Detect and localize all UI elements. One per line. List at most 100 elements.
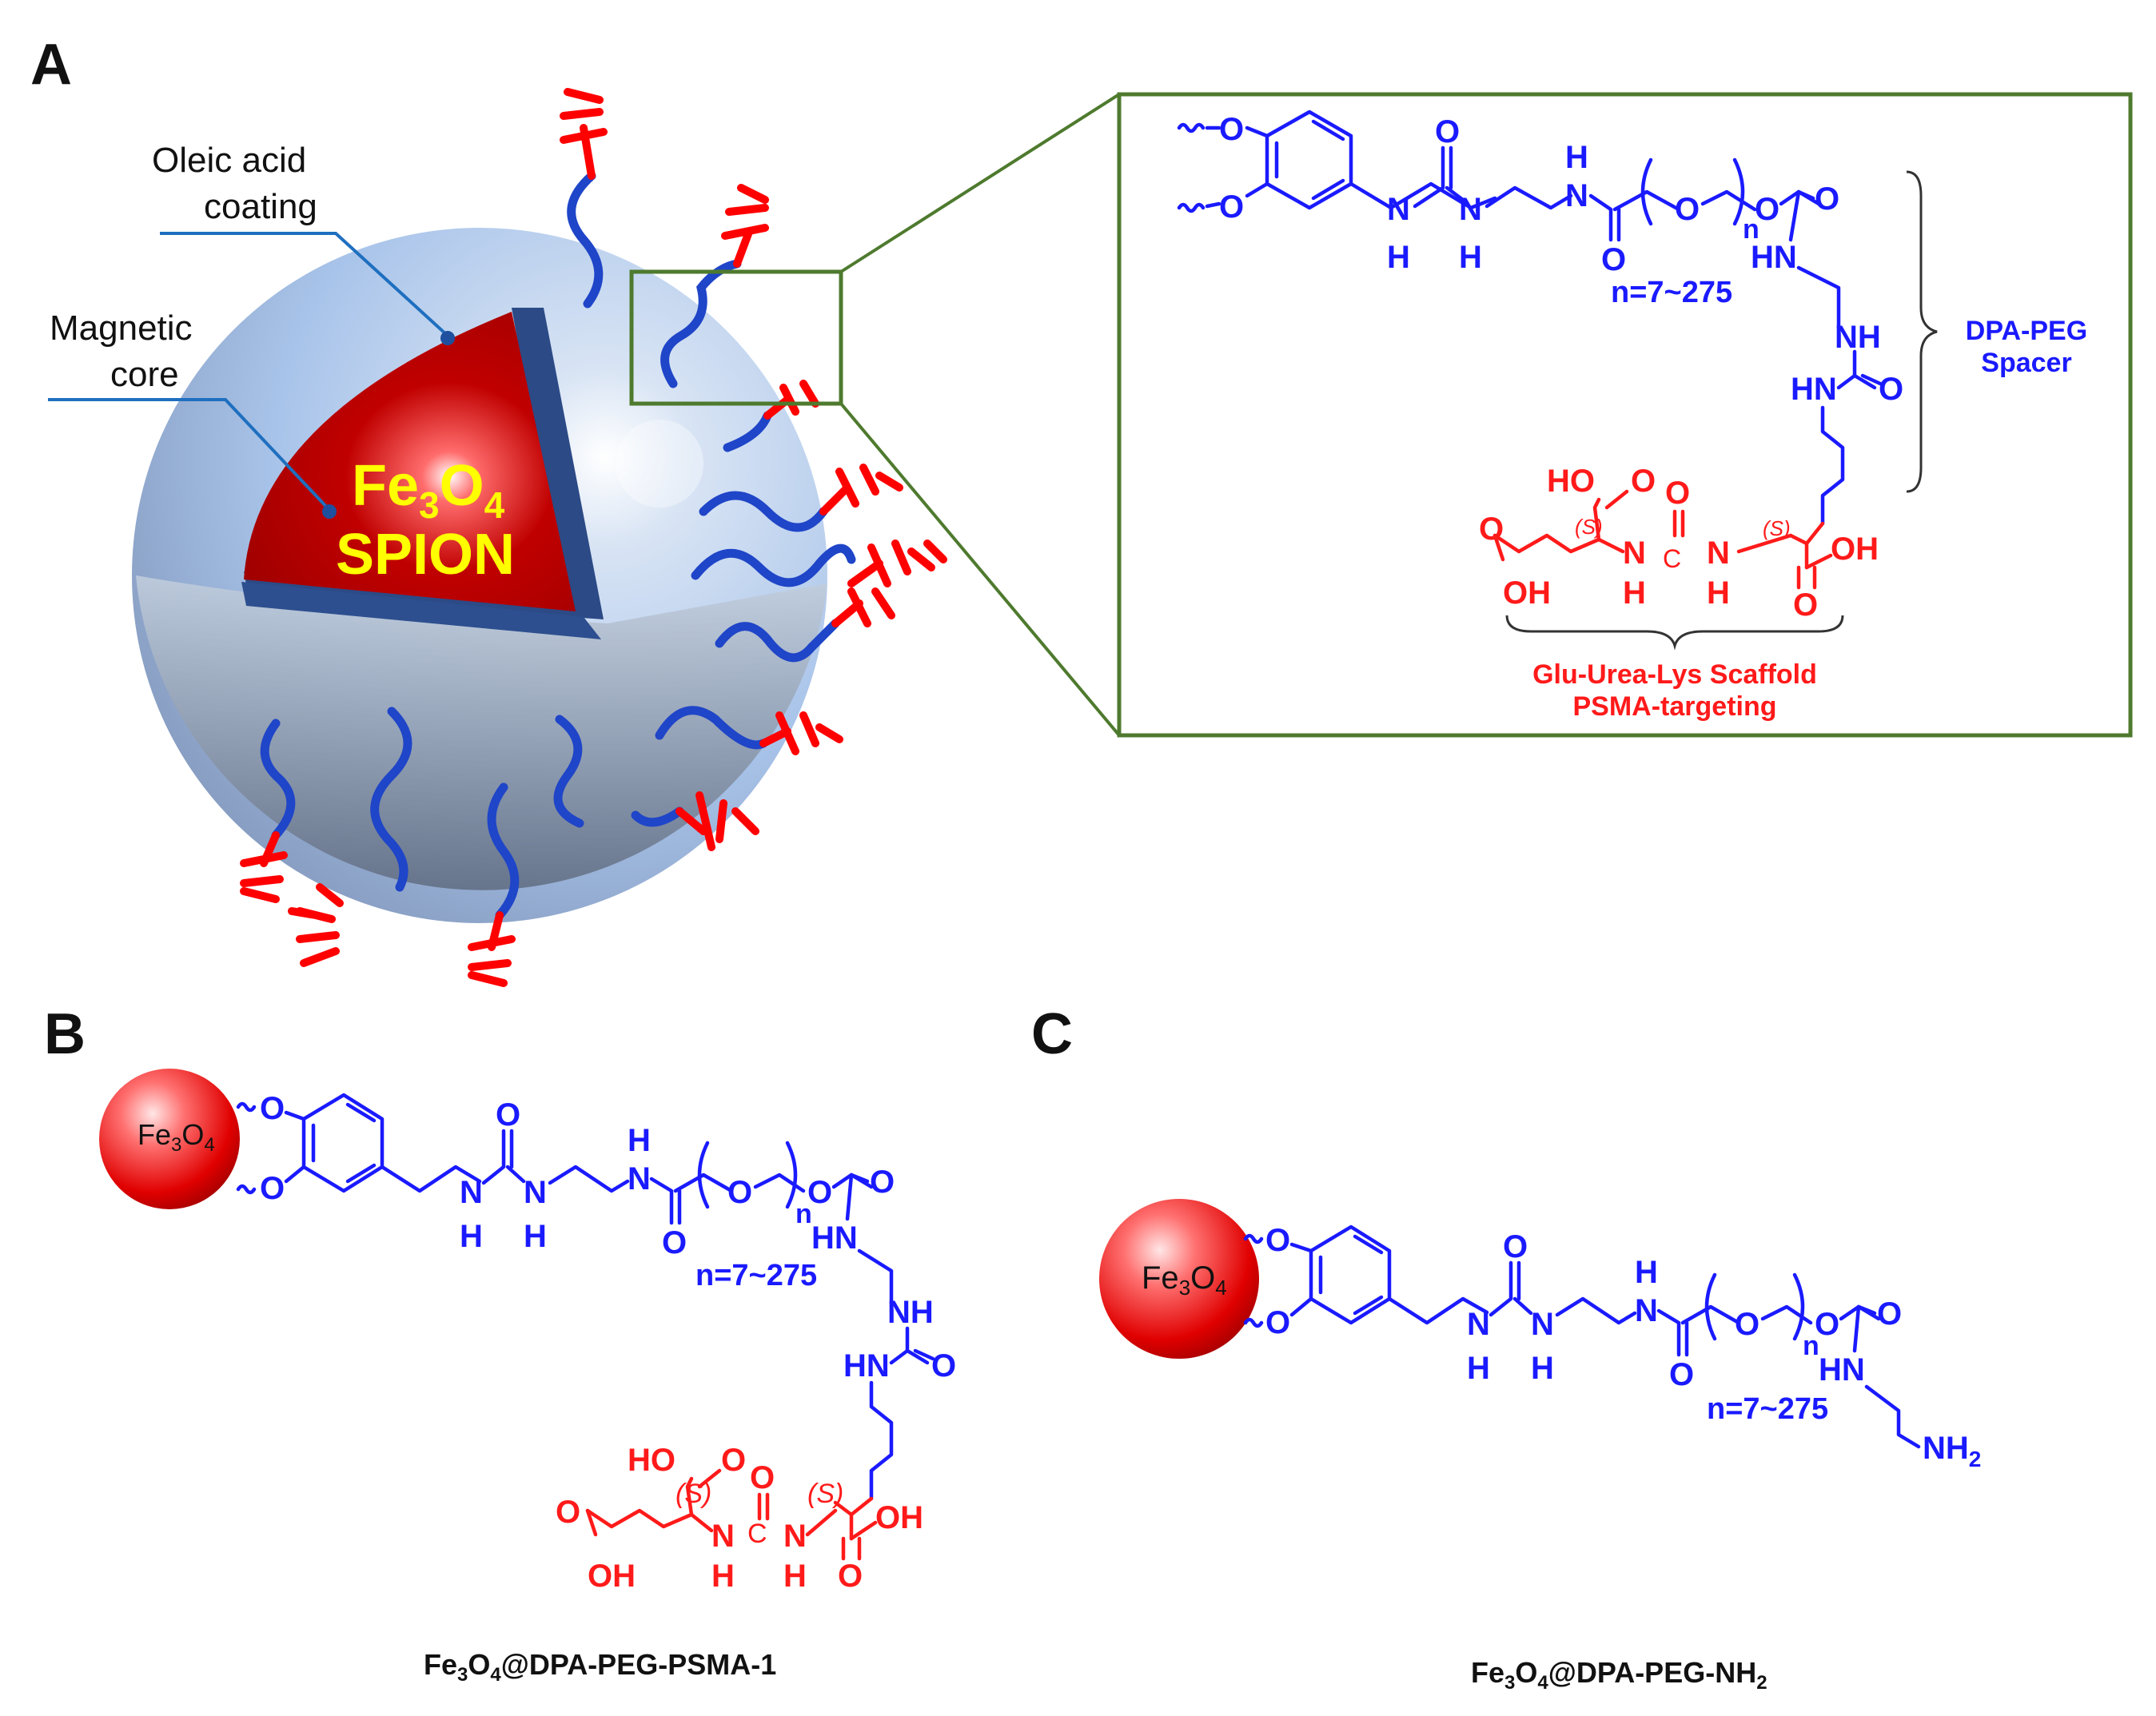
panel-c-particle-label: Fe3O4 [1142, 1260, 1227, 1300]
inset-h-lys: H [1707, 575, 1730, 611]
panel-c-h-1: H [1467, 1351, 1490, 1386]
inset-oh-glu-side: OH [1503, 575, 1551, 611]
magnetic-core-cutaway [244, 312, 576, 611]
panel-c-caption-sub2: 2 [1756, 1672, 1767, 1694]
ligand-bottom-5 [631, 791, 759, 851]
panel-b-caption-fe: Fe [424, 1648, 457, 1681]
panel-c-structure: Fe3O4 O O N H O N H N H O O n O O [1099, 1199, 1981, 1471]
panel-c-n-sub: n [1803, 1331, 1819, 1361]
panel-c-n-2: N [1531, 1307, 1554, 1342]
inset-o-urea-red: O [1665, 476, 1690, 511]
panel-c-nh2-main: NH [1923, 1431, 1969, 1466]
panel-b-fe3o4-particle [99, 1069, 240, 1209]
panel-c-o-urea: O [1503, 1229, 1528, 1264]
panel-b-n-1: N [460, 1175, 483, 1210]
panel-c-h-3: H [1635, 1255, 1658, 1290]
panel-letter-a: A [30, 33, 72, 97]
inset-n-1: N [1387, 192, 1410, 227]
panel-b-o-acid-left: O [721, 1443, 746, 1478]
panel-c-nh2-sub: 2 [1969, 1447, 1982, 1471]
panel-c-hn: HN [1819, 1352, 1865, 1388]
ligand-top [560, 88, 608, 309]
panel-c-o-peg: O [1735, 1307, 1759, 1342]
inset-h-2: H [1459, 240, 1482, 275]
inset-h-glu: H [1623, 575, 1646, 611]
core-text-fe: Fe [352, 454, 419, 518]
panel-b-n-lys: N [783, 1519, 807, 1554]
inset-c-urea: C [1663, 544, 1681, 573]
panel-b-h-glu: H [711, 1559, 735, 1594]
panel-b-n-sub: n [795, 1199, 812, 1229]
panel-b-caption: Fe3O4@DPA-PEG-PSMA-1 [424, 1648, 776, 1686]
inset-ho-left: HO [1547, 464, 1595, 499]
panel-b-c-urea: C [747, 1519, 767, 1549]
core-label-group: Fe3O4 SPION [336, 454, 515, 587]
ligand-bottom-3 [468, 782, 520, 987]
inset-nh-1: NH [1835, 320, 1881, 355]
panel-b-o-urea-2: O [931, 1348, 956, 1384]
panel-b-particle-sub4: 4 [204, 1134, 214, 1156]
inset-h-3: H [1565, 140, 1588, 175]
shell-highlight [616, 420, 703, 508]
ligand-right-3 [691, 539, 947, 587]
inset-o-urea-1: O [1435, 114, 1460, 149]
ligand-right-2 [699, 464, 903, 532]
panel-b-o-amide: O [662, 1225, 687, 1260]
core-text-o: O [440, 454, 484, 518]
nanoparticle-lower-shell [136, 575, 827, 890]
panel-c-particle-o: O [1190, 1260, 1215, 1296]
panel-b-n-2: N [524, 1175, 547, 1210]
panel-b-o-carbamate: O [807, 1175, 832, 1210]
panel-c-o-carbonyl: O [1877, 1296, 1902, 1332]
panel-c-o-upper: O [1265, 1223, 1290, 1258]
panel-b-caption-sub4: 4 [490, 1664, 501, 1686]
panel-b-particle-fe: Fe [137, 1118, 171, 1151]
panel-c-fe3o4-particle [1099, 1199, 1259, 1359]
panel-b-h-lys: H [783, 1559, 807, 1594]
svg-text:Fe3O4: Fe3O4 [352, 454, 505, 526]
inset-hn-2: HN [1791, 372, 1837, 407]
zoom-box [629, 269, 843, 406]
inset-o-acid-right: O [1793, 587, 1818, 623]
inset-h-1: H [1387, 240, 1410, 275]
panel-b-o-urea-1: O [496, 1097, 520, 1133]
core-label-line1: Magnetic [50, 309, 193, 348]
panel-c-caption-sub3: 3 [1504, 1672, 1515, 1694]
panel-b-n-3: N [628, 1161, 651, 1196]
panel-b-oh-right: OH [875, 1500, 923, 1535]
inset-o-acid-left: O [1631, 464, 1656, 499]
panel-c-particle-fe: Fe [1142, 1260, 1179, 1296]
ligand-bottom-4 [553, 715, 584, 828]
panel-c-nh2: NH2 [1923, 1431, 1981, 1471]
inset-structure-frame [1117, 92, 2133, 738]
inset-o-peg: O [1675, 192, 1700, 227]
ligand-chains [240, 88, 947, 987]
panel-b-particle-label: Fe3O4 [137, 1118, 215, 1156]
core-callout-line [48, 398, 331, 512]
inset-n-lys: N [1707, 536, 1730, 571]
panel-b-s-right: (S) [807, 1479, 843, 1509]
panel-c-caption-o: O [1515, 1656, 1537, 1689]
core-label-line2: core [110, 355, 179, 394]
panel-c-caption-sub4: 4 [1537, 1672, 1548, 1694]
inset-o-carbamate: O [1755, 192, 1779, 227]
panel-b-n-glu: N [711, 1519, 735, 1554]
panel-c-o-carbamate: O [1815, 1307, 1839, 1342]
panel-b-o-urea-red: O [750, 1460, 775, 1495]
scaffold-brace [1505, 615, 1844, 651]
panel-c-particle-sub4: 4 [1215, 1276, 1226, 1300]
panel-c-o-lower: O [1265, 1305, 1290, 1340]
inset-o-urea-2: O [1879, 372, 1903, 407]
inset-o-upper: O [1219, 112, 1244, 147]
panel-b-h-3: H [628, 1123, 651, 1158]
panel-b-particle-o: O [181, 1118, 204, 1151]
inset-o-glu-side: O [1479, 512, 1504, 547]
panel-c-particle-sub3: 3 [1179, 1276, 1190, 1300]
panel-b-caption-o: O [468, 1648, 490, 1681]
panel-b-o-glu-side: O [556, 1495, 580, 1530]
core-text-sub4: 4 [484, 484, 505, 526]
panel-b-oh-glu-side: OH [588, 1559, 636, 1594]
dpa-peg-label-2: Spacer [1981, 348, 2071, 378]
panel-c-h-2: H [1531, 1351, 1554, 1386]
